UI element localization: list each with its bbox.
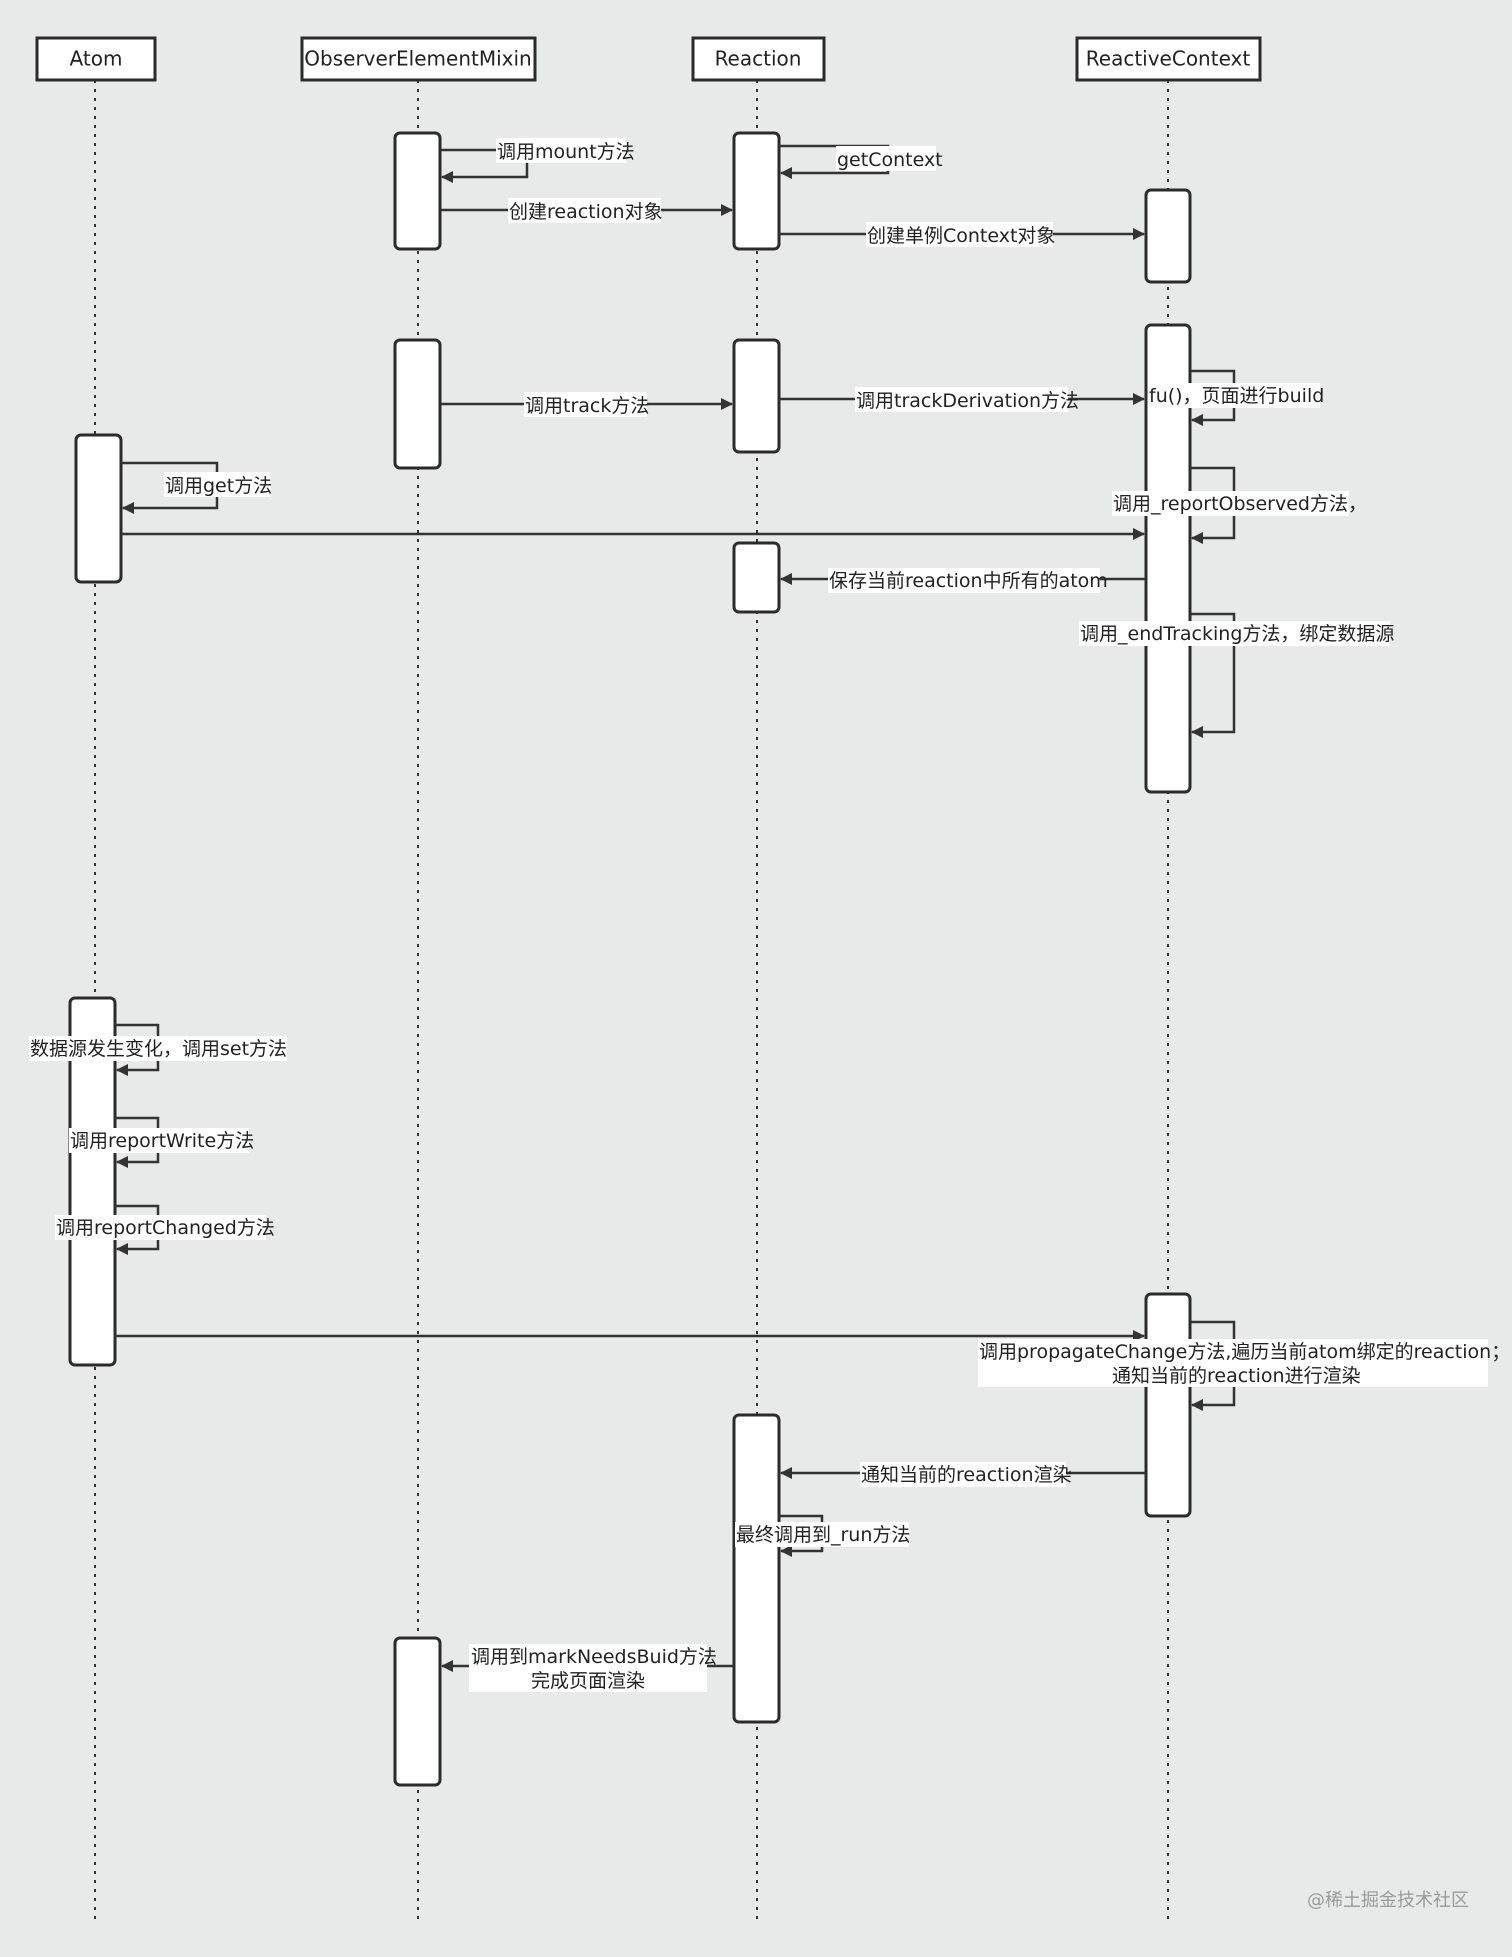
participant-atom: Atom (35, 36, 157, 82)
message-create-context: 创建单例Context对象 (867, 225, 1055, 247)
message-notify-reaction: 通知当前的reaction渲染 (861, 1464, 1072, 1486)
activation-bar-atom-2 (68, 996, 117, 1367)
message-mark-needs-build-line-2: 完成页面渲染 (531, 1670, 645, 1692)
message-get-context: getContext (837, 149, 943, 171)
participant-label: ObserverElementMixin (304, 47, 531, 71)
activation-bar-reaction-2 (732, 338, 781, 454)
message-end-tracking: 调用_endTracking方法，绑定数据源 (1080, 623, 1394, 645)
watermark: @稀土掘金技术社区 (1307, 1890, 1469, 1911)
activation-bar-atom-1 (74, 433, 123, 584)
participant-reaction: Reaction (691, 36, 826, 82)
message-propagate-change-line-2: 通知当前的reaction进行渲染 (1112, 1365, 1361, 1387)
self-call-arrow-end-tracking (1190, 612, 1236, 738)
activation-bar-reaction-4 (732, 1413, 781, 1724)
message-save-atoms: 保存当前reaction中所有的atom (829, 570, 1108, 592)
message-mark-needs-build-line-1: 调用到markNeedsBuid方法 (471, 1646, 717, 1668)
participant-label: Reaction (715, 47, 802, 71)
participant-reactive-context: ReactiveContext (1075, 36, 1262, 82)
message-track-derivation: 调用trackDerivation方法 (856, 390, 1079, 412)
activation-bar-context-2 (1144, 323, 1192, 794)
message-mount: 调用mount方法 (497, 141, 635, 163)
self-call-arrow-mount (440, 148, 529, 183)
activation-bar-mixin-1 (393, 131, 442, 251)
activation-bar-reaction-1 (732, 131, 781, 251)
participant-label: ReactiveContext (1086, 47, 1251, 71)
participant-observer-element-mixin: ObserverElementMixin (300, 36, 537, 82)
message-fu-build: fu()，页面进行build (1149, 385, 1324, 407)
activation-bar-context-1 (1144, 188, 1192, 284)
message-create-reaction: 创建reaction对象 (509, 201, 663, 223)
activation-bar-reaction-3 (732, 541, 781, 614)
message-run: 最终调用到_run方法 (736, 1524, 910, 1546)
message-report-changed: 调用reportChanged方法 (56, 1217, 275, 1239)
message-report-observed: 调用_reportObserved方法， (1113, 493, 1367, 515)
activation-bar-mixin-2 (393, 338, 442, 470)
activation-bar-mixin-3 (393, 1636, 442, 1787)
activation-bar-context-3 (1144, 1292, 1192, 1518)
message-set: 数据源发生变化，调用set方法 (30, 1038, 287, 1060)
message-report-write: 调用reportWrite方法 (70, 1130, 254, 1152)
message-propagate-change-line-1: 调用propagateChange方法,遍历当前atom绑定的reaction； (979, 1341, 1510, 1363)
participant-label: Atom (70, 47, 123, 71)
message-get: 调用get方法 (165, 475, 272, 497)
message-track: 调用track方法 (525, 395, 649, 417)
